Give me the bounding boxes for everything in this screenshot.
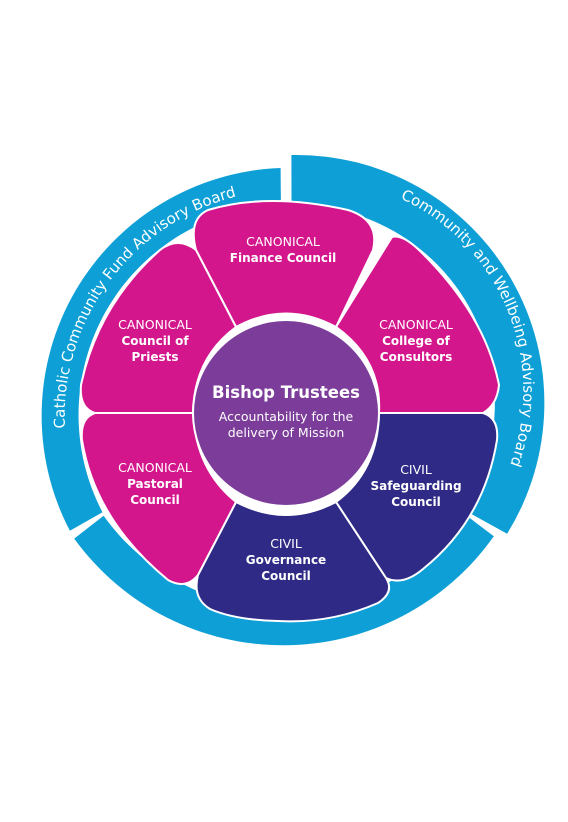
center-title: Bishop Trustees xyxy=(212,383,360,402)
segment-upper-left-name-line2: Priests xyxy=(132,350,179,364)
segment-upper-left-type: CANONICAL xyxy=(118,317,192,332)
segment-lower-right-name-line2: Council xyxy=(391,495,440,509)
center-circle[interactable] xyxy=(192,319,380,507)
segment-lower-left-name-line1: Pastoral xyxy=(127,477,183,491)
segments xyxy=(79,200,501,623)
segment-lower-right[interactable] xyxy=(334,412,499,582)
center-subtitle-line2: delivery of Mission xyxy=(228,425,345,440)
segment-upper-right[interactable] xyxy=(334,235,501,414)
segment-lower-left-name-line2: Council xyxy=(130,493,179,507)
outer-ring-left-band xyxy=(41,168,281,531)
segment-upper-left[interactable] xyxy=(79,242,238,414)
segment-lower-right-name-line1: Safeguarding xyxy=(370,479,461,493)
segment-lower-right-type: CIVIL xyxy=(400,462,432,477)
segment-labels: CANONICAL Finance Council CANONICAL Coll… xyxy=(118,234,461,583)
outer-ring-right-band xyxy=(291,154,545,534)
segment-upper-right-type: CANONICAL xyxy=(379,317,453,332)
segment-upper-right-name-line1: College of xyxy=(382,334,451,348)
outer-ring xyxy=(41,154,545,646)
segment-top-type: CANONICAL xyxy=(246,234,320,249)
segment-bottom[interactable] xyxy=(195,500,391,623)
segment-upper-right-name-line2: Consultors xyxy=(380,350,452,364)
segment-lower-left-type: CANONICAL xyxy=(118,460,192,475)
segment-lower-left[interactable] xyxy=(80,412,238,585)
outer-ring-bottom-band xyxy=(74,514,494,646)
segment-top[interactable] xyxy=(192,200,376,329)
segment-bottom-name-line1: Governance xyxy=(246,553,326,567)
center-subtitle-line1: Accountability for the xyxy=(219,409,354,424)
segment-top-name: Finance Council xyxy=(230,251,336,265)
segment-bottom-name-line2: Council xyxy=(261,569,310,583)
segment-bottom-type: CIVIL xyxy=(270,536,302,551)
segment-upper-left-name-line1: Council of xyxy=(121,334,189,348)
center-labels: Bishop Trustees Accountability for the d… xyxy=(212,383,360,440)
